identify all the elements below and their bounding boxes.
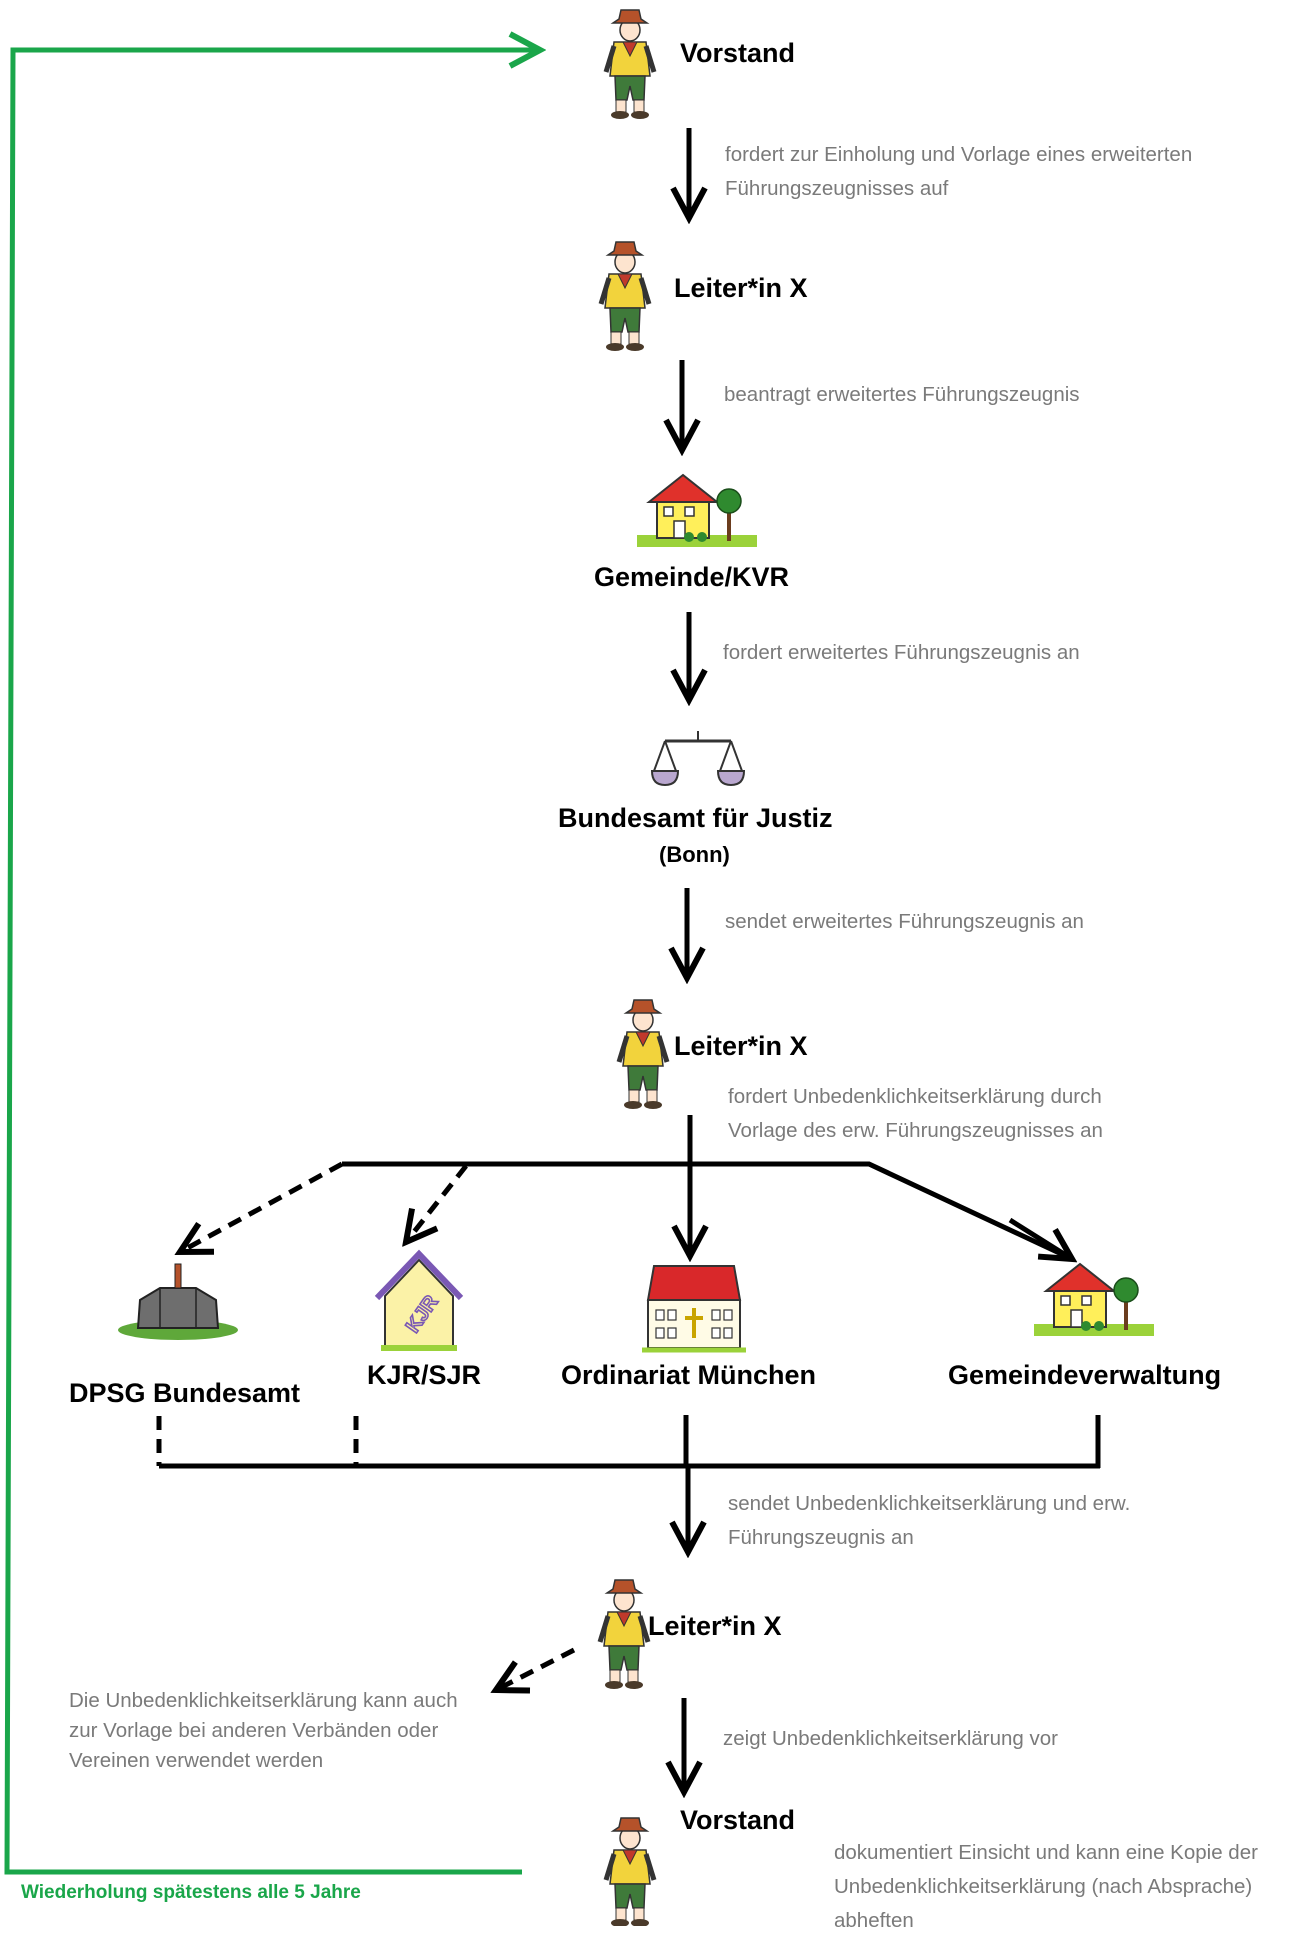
node-gemeindeverwaltung: Gemeindeverwaltung (948, 1360, 1222, 1390)
house-with-tree-icon (635, 473, 759, 549)
edge-label-4: sendet erweitertes Führungszeugnis an (725, 910, 1084, 933)
scout-figure-icon (600, 1580, 648, 1689)
repeat-loop (4, 50, 540, 1875)
edge-label-6: sendet Unbedenklichkeitserklärung und er… (728, 1492, 1131, 1549)
node-bundesamt-justiz: Bundesamt für Justiz (558, 803, 833, 833)
node-leiter-3: Leiter*in X (648, 1611, 782, 1641)
return-connectors (156, 1415, 1101, 1552)
house-with-tree-icon (1032, 1262, 1156, 1338)
node-leiter-1: Leiter*in X (674, 273, 808, 303)
node-dpsg: DPSG Bundesamt (69, 1378, 301, 1408)
node-vorstand-bottom: Vorstand (680, 1805, 796, 1835)
edge-label-3: fordert erweitertes Führungszeugnis an (723, 641, 1080, 664)
scout-figure-icon (606, 10, 654, 119)
node-ordinariat: Ordinariat München (561, 1360, 817, 1390)
edge-label-1: fordert zur Einholung und Vorlage eines … (725, 143, 1193, 200)
edge-label-7: zeigt Unbedenklichkeitserklärung vor (723, 1727, 1059, 1750)
kjr-house-icon: KJR (374, 1249, 464, 1351)
node-vorstand-top: Vorstand (680, 38, 796, 68)
scout-figure-icon (601, 242, 649, 351)
scout-figure-icon (606, 1818, 654, 1926)
edge-label-2: beantragt erweitertes Führungszeugnis (724, 383, 1080, 406)
scales-of-justice-icon (650, 731, 746, 787)
scout-figure-icon (619, 1000, 667, 1109)
edge-label-5: fordert Unbedenklichkeitserklärung durch… (728, 1085, 1103, 1142)
church-icon (642, 1265, 746, 1353)
repeat-loop-label: Wiederholung spätestens alle 5 Jahre (21, 1882, 361, 1903)
node-kjr: KJR/SJR (367, 1360, 482, 1390)
node-bundesamt-justiz-sub: (Bonn) (659, 842, 730, 867)
side-note: Die Unbedenklichkeitserklärung kann auch… (69, 1689, 458, 1772)
distribution-connectors (180, 1115, 1072, 1259)
tent-icon (118, 1263, 238, 1340)
node-gemeinde-kvr: Gemeinde/KVR (594, 562, 790, 592)
edge-label-8: dokumentiert Einsicht und kann eine Kopi… (834, 1841, 1258, 1932)
node-leiter-2: Leiter*in X (674, 1031, 808, 1061)
note-arrow (496, 1647, 576, 1690)
